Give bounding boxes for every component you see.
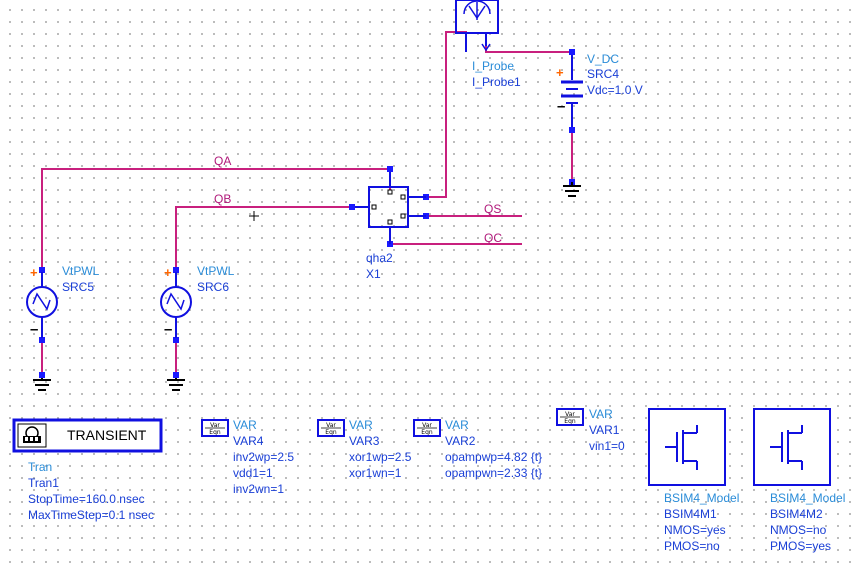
ground-icon xyxy=(33,378,51,391)
mosfet-icon xyxy=(770,425,803,470)
pin[interactable] xyxy=(39,337,45,343)
transient-type: Tran xyxy=(28,460,52,474)
probe-body xyxy=(455,0,499,34)
cursor-crosshair-icon xyxy=(249,211,259,221)
plus-icon: + xyxy=(556,65,564,80)
net-label-qa: QA xyxy=(214,154,231,168)
pin[interactable] xyxy=(173,337,179,343)
var-param: vdd1=1 xyxy=(233,466,273,480)
minus-icon: – xyxy=(164,321,172,338)
subckt-name: X1 xyxy=(366,267,381,281)
var-param: opampwp=4.82 {t} xyxy=(445,450,542,464)
src5-name: SRC5 xyxy=(62,280,94,294)
var-type: VAR xyxy=(445,418,469,432)
var-name: VAR2 xyxy=(445,434,476,448)
var-type: VAR xyxy=(233,418,257,432)
pin[interactable] xyxy=(173,372,179,378)
pin[interactable] xyxy=(569,127,575,133)
pin[interactable] xyxy=(349,204,355,210)
minus-icon: – xyxy=(30,321,38,338)
model-block-bsim4m2[interactable] xyxy=(753,408,831,486)
var-block-var4[interactable]: Var Eqn xyxy=(201,419,229,437)
var-block-var3[interactable]: Var Eqn xyxy=(317,419,345,437)
pin[interactable] xyxy=(39,267,45,273)
var-param: inv2wn=1 xyxy=(233,482,284,496)
var-icon-bottom: Eqn xyxy=(421,429,433,436)
vdc-type: V_DC xyxy=(587,52,619,66)
net-label-qs: QS xyxy=(484,202,501,216)
wire-probe-subckt[interactable] xyxy=(408,31,467,198)
vdc-name: SRC4 xyxy=(587,67,619,81)
src6-name: SRC6 xyxy=(197,280,229,294)
transient-param: MaxTimeStep=0.1 nsec xyxy=(28,508,154,522)
mosfet-icon xyxy=(665,425,698,470)
var-icon-bottom: Eqn xyxy=(209,429,221,436)
var-type: VAR xyxy=(349,418,373,432)
model-param: NMOS=yes xyxy=(664,523,726,537)
var-param: xor1wp=2.5 xyxy=(349,450,412,464)
model-type: BSIM4_Model xyxy=(664,491,739,505)
model-name: BSIM4M2 xyxy=(770,507,823,521)
var-param: xor1wn=1 xyxy=(349,466,402,480)
var-icon-bottom: Eqn xyxy=(325,429,337,436)
dc-voltage-source[interactable] xyxy=(561,55,583,127)
net-label-qc: QC xyxy=(484,231,502,245)
subcircuit-block[interactable] xyxy=(355,172,426,244)
var-param: inv2wp=2.5 xyxy=(233,450,294,464)
current-probe[interactable] xyxy=(455,0,499,52)
wire-qb[interactable] xyxy=(175,206,368,270)
pwl-waveform-icon xyxy=(166,292,185,311)
pin[interactable] xyxy=(569,49,575,55)
model-param: PMOS=no xyxy=(664,539,720,553)
var-name: VAR1 xyxy=(589,423,620,437)
ground-icon xyxy=(167,378,185,391)
plus-icon: + xyxy=(30,265,38,280)
var-block-var1[interactable]: Var Eqn xyxy=(556,408,584,426)
vdc-param: Vdc=1.0 V xyxy=(587,83,643,97)
pwl-waveform-icon xyxy=(32,292,51,311)
var-icon-top: Var xyxy=(565,411,575,418)
probe-type: I_Probe xyxy=(472,59,514,73)
probe-name: I_Probe1 xyxy=(472,75,521,89)
var-icon-top: Var xyxy=(326,422,336,429)
plus-icon: + xyxy=(164,265,172,280)
src5-type: VtPWL xyxy=(62,264,100,278)
wire-qa[interactable] xyxy=(41,168,391,270)
pwl-source-src6[interactable] xyxy=(160,272,192,338)
var-name: VAR3 xyxy=(349,434,380,448)
src6-type: VtPWL xyxy=(197,264,235,278)
var-icon-bottom: Eqn xyxy=(564,418,576,425)
var-icon-top: Var xyxy=(422,422,432,429)
model-param: PMOS=yes xyxy=(770,539,831,553)
var-type: VAR xyxy=(589,407,613,421)
pin[interactable] xyxy=(173,267,179,273)
transient-button-label: TRANSIENT xyxy=(67,427,147,443)
transient-icon xyxy=(23,426,41,443)
ammeter-icon xyxy=(463,0,491,15)
var-icon-top: Var xyxy=(210,422,220,429)
var-param: vin1=0 xyxy=(589,439,625,453)
pin[interactable] xyxy=(39,372,45,378)
model-param: NMOS=no xyxy=(770,523,827,537)
ground-icon xyxy=(563,182,581,197)
minus-icon: – xyxy=(557,98,565,115)
net-label-qb: QB xyxy=(214,192,231,206)
model-name: BSIM4M1 xyxy=(664,507,717,521)
transient-name: Tran1 xyxy=(28,476,59,490)
pin[interactable] xyxy=(387,166,393,172)
wire-qc[interactable] xyxy=(389,227,522,245)
transient-param: StopTime=160.0 nsec xyxy=(28,492,145,506)
probe-arrow-icon xyxy=(481,43,491,52)
pwl-source-src5[interactable] xyxy=(26,272,58,338)
transient-controller[interactable]: TRANSIENT xyxy=(12,418,163,453)
var-name: VAR4 xyxy=(233,434,264,448)
var-block-var2[interactable]: Var Eqn xyxy=(413,419,441,437)
model-type: BSIM4_Model xyxy=(770,491,845,505)
var-param: opampwn=2.33 {t} xyxy=(445,466,542,480)
model-block-bsim4m1[interactable] xyxy=(648,408,726,486)
subckt-type: qha2 xyxy=(366,251,393,265)
